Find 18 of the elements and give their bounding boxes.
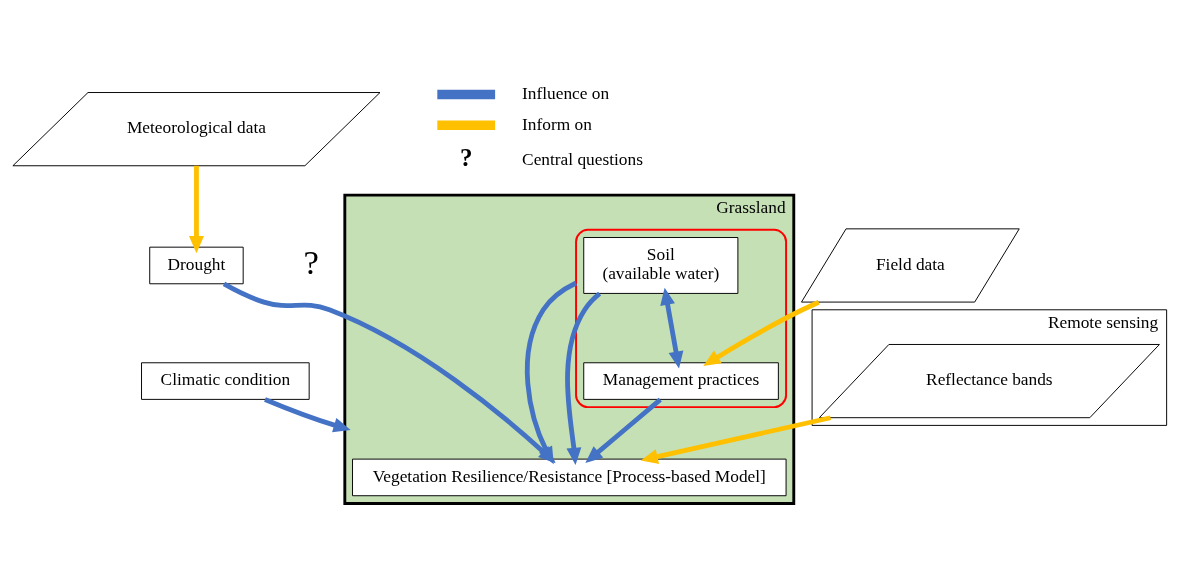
label: ?	[459, 143, 473, 171]
node-box: Drought	[149, 246, 244, 284]
arrow	[640, 414, 832, 464]
arrow	[264, 396, 351, 432]
arrow	[703, 299, 820, 366]
legend-label: Influence on	[522, 83, 610, 103]
arrow	[188, 165, 204, 253]
legend-label: Inform on	[522, 114, 592, 134]
node-box: Climatic condition	[141, 361, 310, 400]
legend-label: Central questions	[522, 149, 643, 169]
node-box: Vegetation Resilience/Resistance [Process-based Model]	[352, 458, 787, 496]
arrow	[565, 291, 602, 465]
node-box: Management practices	[583, 361, 779, 400]
label: ?	[303, 242, 319, 282]
arrow	[585, 397, 662, 463]
cluster	[575, 228, 788, 408]
arrow	[660, 287, 684, 369]
node-box: Soil (available water)	[583, 236, 739, 294]
